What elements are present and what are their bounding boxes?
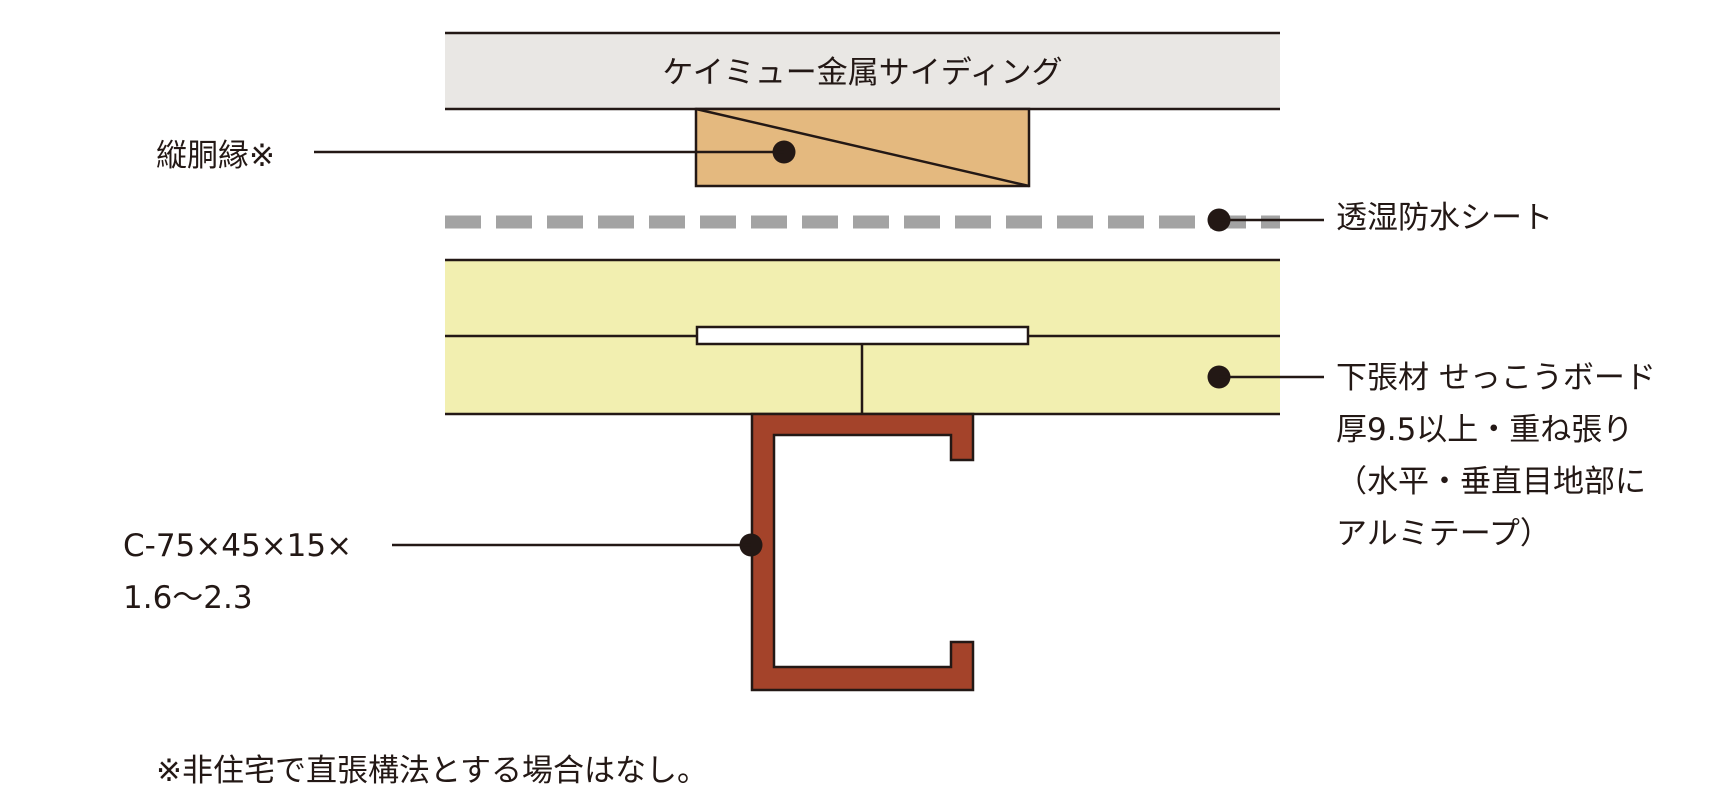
board-label: 下張材 せっこうボード 厚9.5以上・重ね張り （水平・垂直目地部に アルミテー…: [1336, 352, 1656, 560]
stud-label-line: 1.6～2.3: [123, 580, 253, 616]
board-label-line: 下張材 せっこうボード: [1336, 360, 1656, 396]
membrane-label: 透湿防水シート: [1336, 200, 1553, 236]
board-label-line: アルミテープ）: [1336, 516, 1551, 552]
aluminum-tape: [695, 325, 1030, 346]
batten-label: 縦胴縁※: [156, 138, 275, 174]
c-channel-stud: [750, 412, 975, 692]
footnote: ※非住宅で直張構法とする場合はなし。: [156, 753, 709, 789]
stud-label: C-75×45×15× 1.6～2.3: [123, 520, 352, 624]
board-label-line: （水平・垂直目地部に: [1336, 464, 1646, 500]
board-label-line: 厚9.5以上・重ね張り: [1336, 412, 1634, 448]
siding-panel: [445, 33, 1280, 109]
stud-label-line: C-75×45×15×: [123, 528, 353, 564]
batten-diagonal: [695, 107, 1030, 188]
siding-label: ケイミュー金属サイディング: [662, 55, 1063, 91]
